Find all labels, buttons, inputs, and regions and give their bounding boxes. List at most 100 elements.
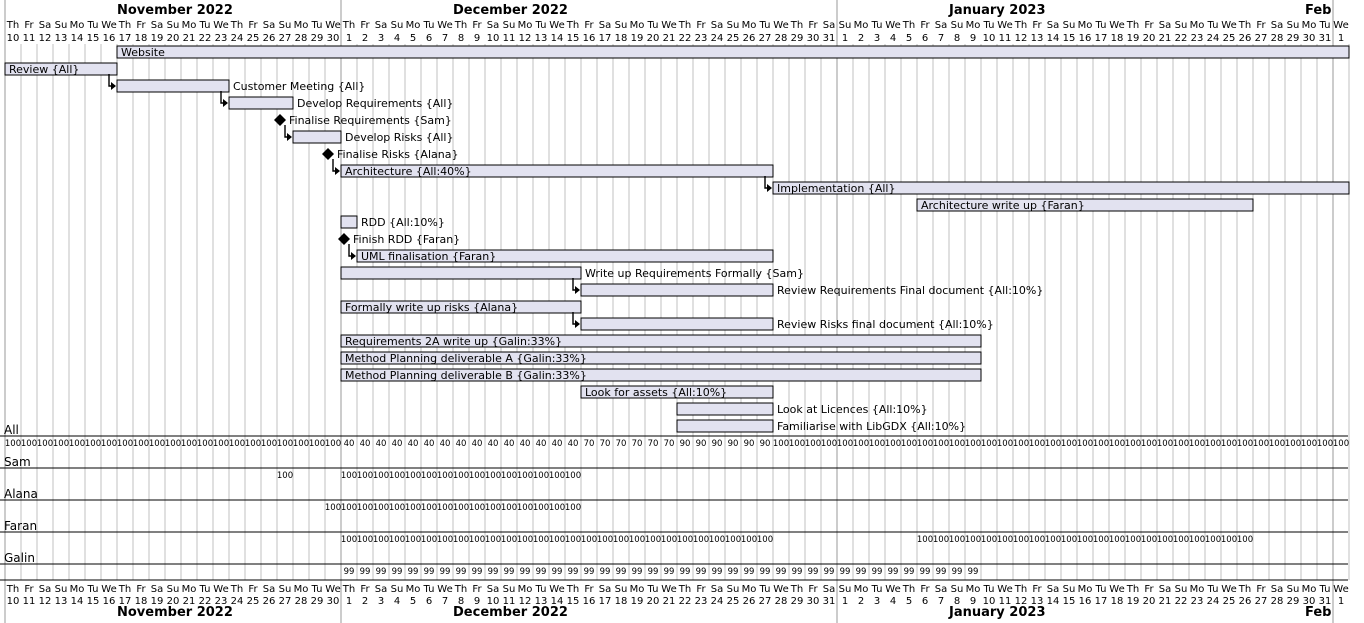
top-day-number: 5 <box>906 33 912 44</box>
top-day-number: 18 <box>1111 33 1124 44</box>
task-label: Customer Meeting {All} <box>233 80 365 93</box>
top-weekday-label: Tu <box>647 20 659 31</box>
top-weekday-label: We <box>661 20 676 31</box>
load-value: 100 <box>661 535 677 545</box>
top-day-number: 15 <box>1063 33 1076 44</box>
bottom-day-number: 13 <box>535 596 548 607</box>
top-day-number: 5 <box>410 33 416 44</box>
bottom-day-number: 22 <box>199 596 212 607</box>
load-value: 100 <box>501 471 517 481</box>
load-value: 100 <box>997 439 1013 449</box>
top-month-label: December 2022 <box>453 3 568 18</box>
load-value: 100 <box>933 535 949 545</box>
load-value: 100 <box>1173 535 1189 545</box>
load-value: 100 <box>1221 439 1237 449</box>
bottom-weekday-label: Sa <box>487 584 499 595</box>
load-value: 99 <box>936 567 947 577</box>
bottom-weekday-label: Mo <box>742 584 757 595</box>
top-weekday-label: Su <box>279 20 292 31</box>
top-weekday-label: Su <box>1287 20 1300 31</box>
bottom-day-number: 26 <box>1239 596 1252 607</box>
bottom-day-number: 24 <box>711 596 724 607</box>
dependency-arrowhead <box>223 99 228 107</box>
load-value: 100 <box>453 471 469 481</box>
top-day-number: 27 <box>759 33 772 44</box>
bottom-weekday-label: Tu <box>423 584 435 595</box>
top-day-number: 17 <box>119 33 132 44</box>
top-day-number: 28 <box>775 33 788 44</box>
load-value: 99 <box>424 567 435 577</box>
top-day-number: 9 <box>970 33 976 44</box>
top-weekday-label: Mo <box>294 20 309 31</box>
load-value: 100 <box>373 503 389 513</box>
top-day-number: 12 <box>39 33 52 44</box>
load-value: 99 <box>392 567 403 577</box>
load-value: 100 <box>197 439 213 449</box>
load-value: 99 <box>568 567 579 577</box>
bottom-day-number: 30 <box>1303 596 1316 607</box>
task-row: Method Planning deliverable A {Galin:33%… <box>340 351 982 365</box>
top-weekday-label: Tu <box>1319 20 1331 31</box>
top-day-number: 12 <box>519 33 532 44</box>
dependency-arrowhead <box>575 286 580 294</box>
bottom-weekday-label: Tu <box>1319 584 1331 595</box>
load-value: 100 <box>341 471 357 481</box>
load-value: 100 <box>1013 535 1029 545</box>
top-weekday-label: Mo <box>1190 20 1205 31</box>
task-bar <box>340 334 982 348</box>
bottom-day-number: 22 <box>679 596 692 607</box>
bottom-weekday-label: Fr <box>808 584 818 595</box>
top-weekday-label: Su <box>839 20 852 31</box>
load-value: 100 <box>1109 439 1125 449</box>
top-day-number: 22 <box>1175 33 1188 44</box>
load-value: 100 <box>373 471 389 481</box>
bottom-weekday-label: We <box>1221 584 1236 595</box>
bottom-weekday-label: Fr <box>1256 584 1266 595</box>
top-day-number: 17 <box>1095 33 1108 44</box>
load-value: 99 <box>808 567 819 577</box>
load-value: 99 <box>536 567 547 577</box>
load-value: 40 <box>520 439 531 449</box>
bottom-weekday-label: Th <box>118 584 131 595</box>
bottom-day-number: 27 <box>759 596 772 607</box>
top-weekday-label: Fr <box>136 20 146 31</box>
bottom-weekday-label: Su <box>839 584 852 595</box>
bottom-weekday-label: Sa <box>151 584 163 595</box>
load-value: 100 <box>533 503 549 513</box>
load-value: 100 <box>405 471 421 481</box>
top-weekday-label: Fr <box>808 20 818 31</box>
bottom-weekday-label: Tu <box>311 584 323 595</box>
bottom-day-number: 23 <box>1191 596 1204 607</box>
top-weekday-label: We <box>1109 20 1124 31</box>
top-weekday-label: Fr <box>472 20 482 31</box>
bottom-weekday-label: Mo <box>1190 584 1205 595</box>
top-weekday-label: Fr <box>24 20 34 31</box>
load-value: 100 <box>485 535 501 545</box>
top-day-number: 22 <box>199 33 212 44</box>
bottom-day-number: 10 <box>983 596 996 607</box>
load-value: 100 <box>469 535 485 545</box>
bottom-day-number: 24 <box>231 596 244 607</box>
task-bar <box>228 96 294 110</box>
load-value: 100 <box>21 439 37 449</box>
top-weekday-label: Sa <box>375 20 387 31</box>
bottom-day-number: 4 <box>890 596 896 607</box>
bottom-weekday-label: We <box>101 584 116 595</box>
load-value: 100 <box>1045 535 1061 545</box>
task-bar <box>676 419 774 433</box>
top-day-number: 13 <box>55 33 68 44</box>
top-day-number: 31 <box>1319 33 1332 44</box>
task-label: Look at Licences {All:10%} <box>777 403 928 416</box>
load-value: 100 <box>1141 535 1157 545</box>
top-weekday-label: Mo <box>1302 20 1317 31</box>
load-value: 99 <box>488 567 499 577</box>
load-value: 100 <box>773 439 789 449</box>
bottom-weekday-label: Tu <box>535 584 547 595</box>
top-day-number: 23 <box>695 33 708 44</box>
load-value: 100 <box>405 535 421 545</box>
bottom-day-number: 17 <box>119 596 132 607</box>
top-day-number: 16 <box>1079 33 1092 44</box>
top-weekday-label: Sa <box>823 20 835 31</box>
top-weekday-label: Su <box>727 20 740 31</box>
